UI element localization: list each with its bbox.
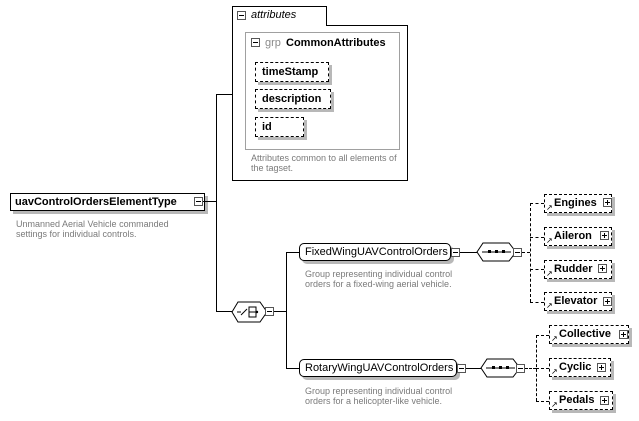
aileron-expand-icon[interactable] (600, 231, 609, 240)
element-name: Elevator (554, 295, 598, 307)
root-description: Unmanned Aerial Vehicle commanded settin… (16, 219, 169, 239)
cyclic-expand-icon[interactable] (597, 363, 606, 372)
element-engines[interactable]: ↗ Engines (544, 194, 612, 213)
connector-line (216, 94, 217, 312)
connector-line (522, 252, 530, 253)
connector-line (536, 368, 549, 369)
element-pedals[interactable]: ↗ Pedals (549, 391, 613, 410)
rudder-expand-icon[interactable] (598, 264, 607, 273)
connector-line (530, 203, 544, 204)
choice-compositor-icon[interactable] (231, 299, 273, 325)
group-collapse-icon[interactable] (251, 38, 260, 47)
reference-arrow-icon: ↗ (546, 301, 553, 310)
root-collapse-icon[interactable] (194, 197, 203, 206)
attribute-id[interactable]: id (255, 117, 304, 137)
connector-line (460, 252, 478, 253)
attribute-name: description (262, 93, 322, 105)
attribute-name: id (262, 121, 272, 133)
connector-line (203, 201, 217, 202)
element-name: Aileron (554, 230, 592, 242)
fixed-wing-name: FixedWingUAVControlOrders (305, 246, 448, 258)
collective-expand-icon[interactable] (619, 330, 628, 339)
connector-line (536, 401, 549, 402)
attribute-timestamp[interactable]: timeStamp (255, 62, 329, 82)
connector-line (530, 269, 544, 270)
attributes-header: attributes (251, 9, 297, 21)
connector-line (530, 302, 544, 303)
connector-line (216, 94, 233, 95)
reference-arrow-icon: ↗ (551, 367, 558, 376)
element-elevator[interactable]: ↗ Elevator (544, 292, 612, 311)
reference-arrow-icon: ↗ (551, 334, 558, 343)
group-name: CommonAttributes (286, 37, 386, 49)
attribute-group-box (245, 32, 400, 150)
connector-line (530, 237, 544, 238)
fixed-wing-group[interactable]: FixedWingUAVControlOrders (299, 243, 451, 261)
element-name: Cyclic (559, 361, 592, 373)
attributes-collapse-icon[interactable] (237, 11, 246, 20)
engines-expand-icon[interactable] (603, 198, 612, 207)
connector-line (536, 335, 549, 336)
reference-arrow-icon: ↗ (546, 203, 553, 212)
sequence-collapse-icon[interactable] (513, 248, 522, 257)
connector-line (466, 368, 482, 369)
element-name: Pedals (559, 394, 595, 406)
attribute-description[interactable]: description (255, 89, 331, 109)
attributes-description: Attributes common to all elements of the… (251, 153, 397, 173)
attribute-name: timeStamp (262, 66, 319, 78)
root-element-box[interactable]: uavControlOrdersElementType (10, 193, 205, 211)
attributes-tab[interactable] (232, 6, 327, 26)
connector-line (286, 252, 287, 369)
sequence-compositor-icon[interactable] (476, 241, 520, 265)
element-aileron[interactable]: ↗ Aileron (544, 227, 612, 246)
fixed-wing-description: Group representing individual control or… (305, 269, 453, 289)
connector-line (286, 368, 299, 369)
connector-line (274, 311, 287, 312)
reference-arrow-icon: ↗ (546, 269, 553, 278)
rotary-wing-group[interactable]: RotaryWingUAVControlOrders (299, 359, 457, 377)
connector-line (286, 252, 299, 253)
reference-arrow-icon: ↗ (546, 236, 553, 245)
root-element-name: uavControlOrdersElementType (15, 196, 177, 208)
connector-line (216, 311, 232, 312)
rotary-wing-description: Group representing individual control or… (305, 386, 453, 406)
element-collective[interactable]: ↗ Collective (549, 325, 629, 344)
element-cyclic[interactable]: ↗ Cyclic (549, 358, 611, 377)
reference-arrow-icon: ↗ (551, 400, 558, 409)
connector-line (530, 203, 531, 302)
rotary-wing-collapse-icon[interactable] (457, 364, 466, 373)
element-name: Collective (559, 328, 611, 340)
choice-collapse-icon[interactable] (265, 307, 274, 316)
sequence-compositor-icon[interactable] (480, 357, 524, 381)
element-rudder[interactable]: ↗ Rudder (544, 260, 612, 279)
group-prefix: grp (265, 37, 281, 49)
sequence-collapse-icon[interactable] (516, 364, 525, 373)
element-name: Rudder (554, 263, 593, 275)
elevator-expand-icon[interactable] (603, 297, 612, 306)
pedals-expand-icon[interactable] (600, 396, 609, 405)
rotary-wing-name: RotaryWingUAVControlOrders (305, 362, 454, 374)
connector-line (525, 368, 536, 369)
element-name: Engines (554, 197, 597, 209)
fixed-wing-collapse-icon[interactable] (451, 248, 460, 257)
